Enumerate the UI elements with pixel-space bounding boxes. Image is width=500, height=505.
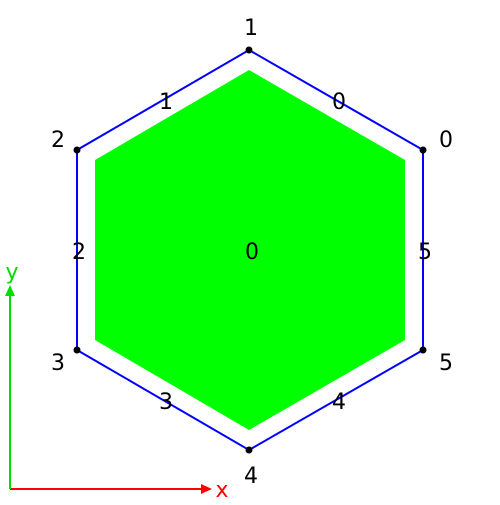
x-axis-label: x [215,478,228,500]
vertex-dot-2 [73,146,81,154]
y-axis-label: y [5,260,18,285]
vertex-dot-5 [419,346,427,354]
vertex-label-1: 1 [244,16,258,41]
edge-label-0: 0 [332,90,346,115]
axes-indicator: x y [5,260,229,503]
vertex-label-4: 4 [244,464,258,489]
edge-label-4: 4 [332,390,346,415]
vertex-dot-4 [245,446,253,454]
edge-label-1: 1 [159,90,173,115]
edge-label-2: 2 [72,240,86,265]
y-axis-arrowhead [5,285,15,296]
face-0 [95,70,405,430]
vertex-label-2: 2 [51,128,65,153]
vertex-label-0: 0 [439,128,453,153]
vertex-dot-3 [73,346,81,354]
x-axis-arrowhead [201,484,212,494]
edge-label-3: 3 [159,390,173,415]
edge-label-5: 5 [418,240,432,265]
vertex-dot-0 [419,146,427,154]
vertex-label-5: 5 [439,351,453,376]
vertex-label-3: 3 [51,351,65,376]
vertex-dot-1 [245,46,253,54]
face-label: 0 [245,240,259,265]
